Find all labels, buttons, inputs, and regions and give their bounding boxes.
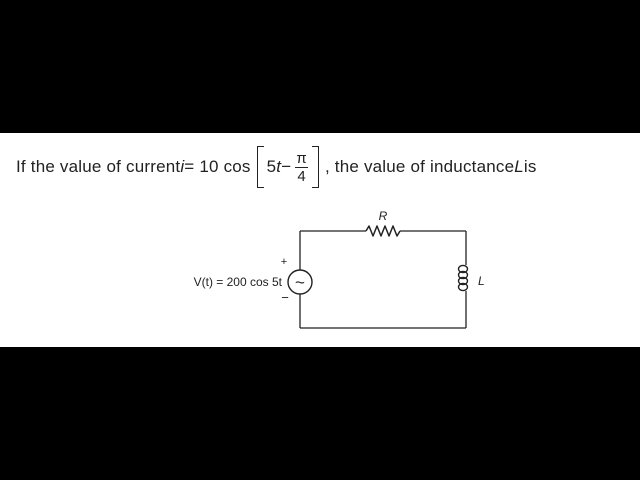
source-plus-sign: + (281, 256, 287, 268)
source-voltage-label: V(t) = 200 cos 5t (194, 275, 283, 289)
right-bracket (311, 146, 319, 188)
question-part-4: is (523, 157, 537, 176)
inductor-label: L (478, 274, 485, 288)
question-part-2: = 10 cos (184, 157, 251, 176)
question-text: If the value of current i = 10 cos 5 t −… (16, 145, 537, 189)
inductor (457, 264, 469, 292)
question-part-3: , the value of inductance (324, 157, 515, 176)
fraction-denominator: 4 (295, 166, 308, 185)
resistor (365, 225, 401, 237)
inductance-symbol: L (514, 157, 524, 176)
resistor-label: R (379, 209, 388, 223)
question-panel: If the value of current i = 10 cos 5 t −… (0, 133, 640, 347)
pi-over-four-fraction: π 4 (294, 150, 309, 185)
argument-bracket: 5 t − π 4 (256, 145, 319, 189)
argument-coefficient: 5 (266, 157, 277, 176)
argument-expression: 5 t − π 4 (264, 150, 312, 185)
argument-variable: t (276, 157, 282, 176)
left-bracket (256, 146, 264, 188)
source-minus-sign: − (281, 290, 289, 305)
fraction-numerator: π (296, 149, 307, 167)
rl-circuit-diagram: ~ R L + − V(t) = 200 cos 5t (194, 209, 485, 329)
ac-source-tilde: ~ (295, 273, 305, 292)
argument-minus: − (281, 157, 292, 176)
question-part-1: If the value of current (16, 157, 181, 176)
current-symbol: i (180, 157, 185, 176)
